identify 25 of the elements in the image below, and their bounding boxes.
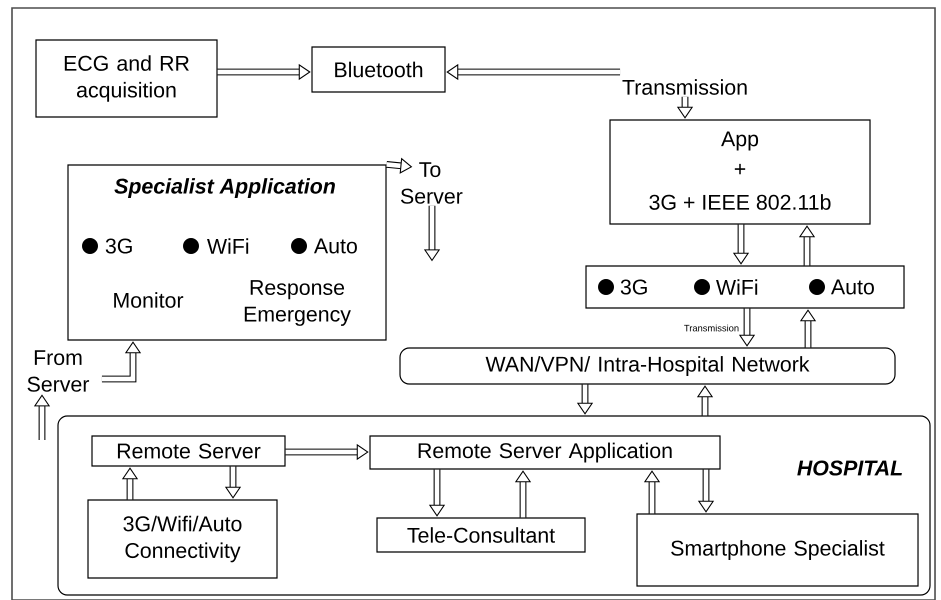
edge-label: Transmission — [684, 324, 738, 332]
process-box: Bluetooth — [311, 46, 446, 93]
process-box: Remote Server — [91, 435, 286, 467]
box-label: Specialist Application — [114, 178, 335, 198]
box-label: App — [721, 131, 758, 151]
box-label: 3G — [106, 238, 132, 254]
text-label: From Server — [28, 350, 90, 392]
box-label: HOSPITAL — [797, 460, 902, 476]
text-label: To Server — [400, 162, 462, 204]
box-label: WiFi — [207, 238, 248, 254]
box-label: 3G + IEEE 802.11b — [649, 194, 831, 210]
box-label: Auto — [830, 280, 874, 294]
process-box: Remote Server Application — [369, 435, 721, 470]
box-label: 3G — [620, 279, 647, 295]
box-label: + — [734, 164, 746, 174]
process-box: Tele-Consultant — [376, 517, 586, 553]
network-box: WAN/VPN/ Intra-Hospital Network — [399, 347, 896, 385]
process-box: ECG and RR acquisition — [35, 39, 218, 118]
box-label: Auto — [314, 238, 357, 254]
box-label: Monitor — [114, 292, 184, 308]
process-box: Smartphone Specialist — [636, 513, 919, 587]
box-label: Response Emergency — [244, 280, 351, 326]
process-box: 3G/Wifi/Auto Connectivity — [87, 499, 278, 579]
box-label: WiFi — [716, 279, 758, 295]
text-label: Transmission — [622, 79, 747, 95]
